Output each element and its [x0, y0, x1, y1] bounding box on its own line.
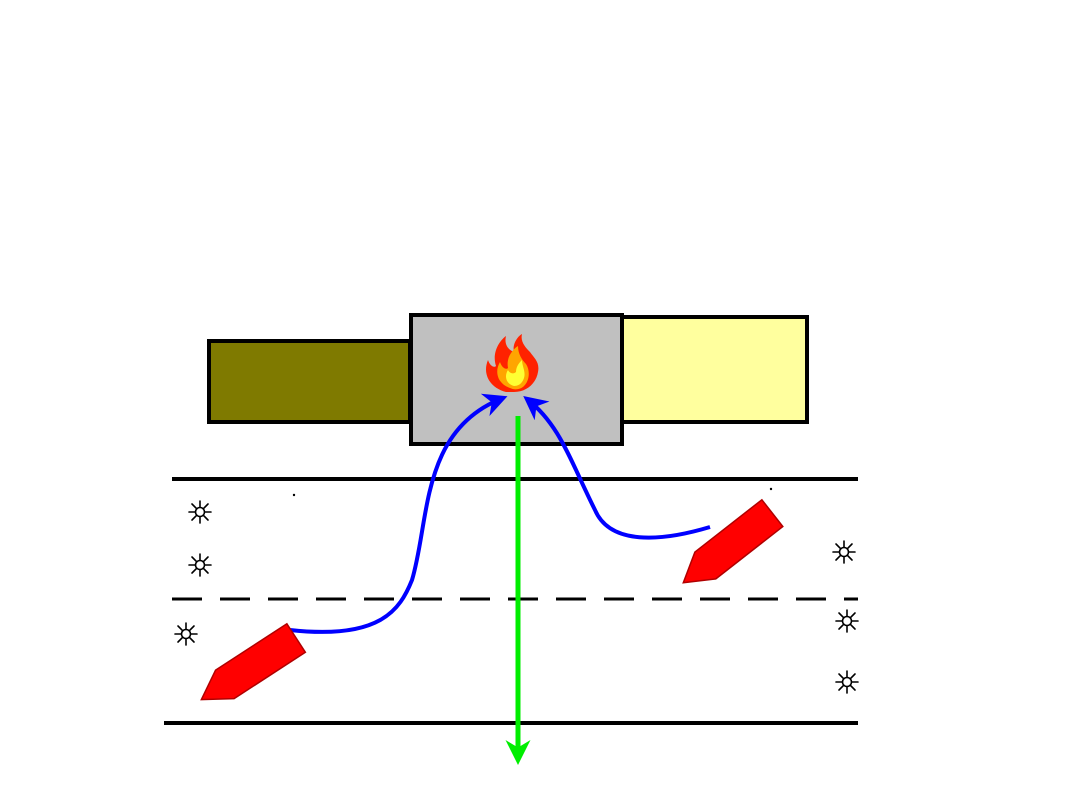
starburst-icon	[174, 622, 198, 646]
starburst-icon	[188, 553, 212, 577]
barge-left-block	[207, 339, 412, 424]
red-arrow-vehicle-left	[200, 622, 307, 701]
blue-path-right	[523, 396, 711, 540]
starburst-icon	[835, 670, 859, 694]
starburst-icon	[832, 540, 856, 564]
blue-path-left	[289, 393, 508, 634]
road	[164, 477, 858, 725]
speck-dot	[769, 487, 773, 491]
red-arrow-vehicle-right	[682, 498, 784, 584]
starburst-icon	[835, 609, 859, 633]
starburst-icon	[188, 500, 212, 524]
speck-dot	[292, 493, 296, 497]
barge-right-block	[619, 315, 809, 424]
fire-icon	[486, 334, 539, 392]
